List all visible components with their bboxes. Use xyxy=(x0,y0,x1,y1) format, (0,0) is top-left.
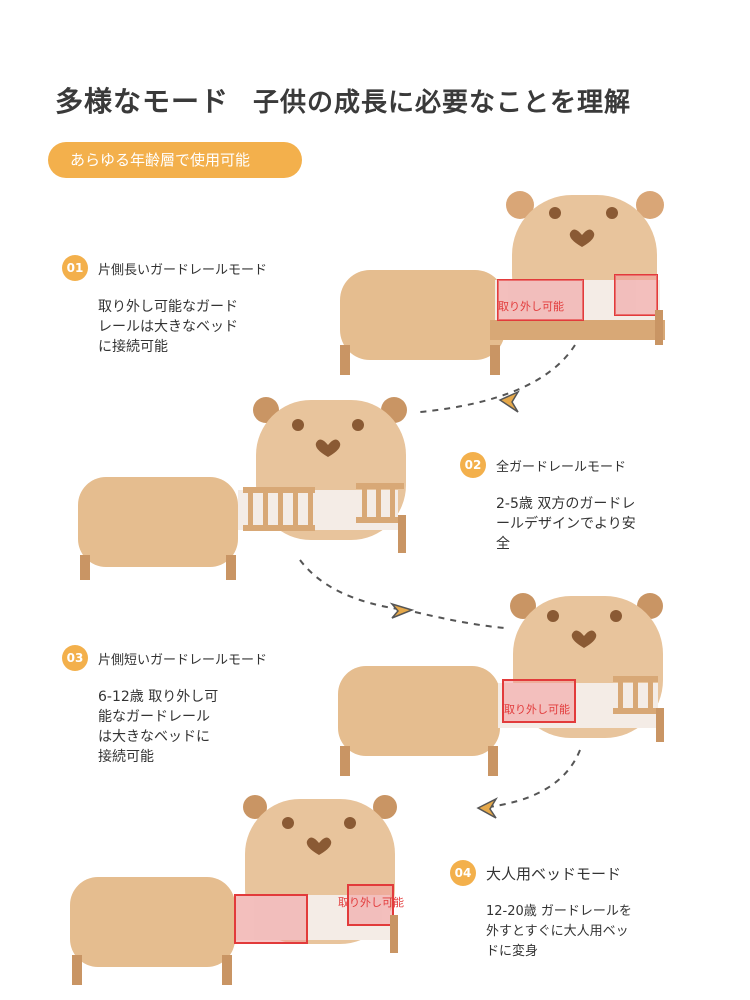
mode-description: 2-5歳 双方のガードレ ールデザインでより安 全 xyxy=(496,496,636,552)
removable-annotation: 取り外し可能 xyxy=(498,299,564,313)
mode-description: 6-12歳 取り外し可 能なガードレール は大きなベッドに 接続可能 xyxy=(98,689,219,765)
mode-badge: 01 xyxy=(62,255,88,281)
bed-illustration-mode-04: 取り外し可能 xyxy=(70,795,404,985)
arrow-head-icon xyxy=(498,390,520,413)
mode-04: 04 大人用ベッドモード 12-20歳 ガードレールを 外すとすぐに大人用ベッ ド… xyxy=(450,860,710,962)
mode-label: 片側短いガードレールモード xyxy=(98,652,268,668)
age-pill-label: あらゆる年齢層で使用可能 xyxy=(70,151,251,169)
title-subtitle: 子供の成長に必要なことを理解 xyxy=(253,88,632,118)
mode-description: 12-20歳 ガードレールを 外すとすぐに大人用ベッ ドに変身 xyxy=(486,904,632,959)
mode-label: 大人用ベッドモード xyxy=(486,864,622,883)
bed-illustration-mode-02 xyxy=(78,397,407,580)
bed-illustration-mode-03: 取り外し可能 xyxy=(338,593,664,776)
mode-02: 02 全ガードレールモード 2-5歳 双方のガードレ ールデザインでより安 全 xyxy=(460,452,720,554)
mode-badge: 02 xyxy=(460,452,486,478)
mode-03: 03 片側短いガードレールモード 6-12歳 取り外し可 能なガードレール は大き… xyxy=(62,645,322,767)
mode-description: 取り外し可能なガード レールは大きなベッド に接続可能 xyxy=(98,299,238,355)
mode-01: 01 片側長いガードレールモード 取り外し可能なガード レールは大きなベッド に接… xyxy=(62,255,312,357)
page-title: 多様なモード子供の成長に必要なことを理解 xyxy=(55,80,631,120)
arrow-head-icon xyxy=(389,602,415,619)
removable-annotation: 取り外し可能 xyxy=(338,895,404,909)
removable-annotation: 取り外し可能 xyxy=(504,702,570,716)
title-main: 多様なモード xyxy=(55,85,230,118)
mode-label: 片側長いガードレールモード xyxy=(98,262,268,278)
age-pill: あらゆる年齢層で使用可能 xyxy=(48,142,302,178)
mode-label: 全ガードレールモード xyxy=(496,459,627,475)
mode-badge: 04 xyxy=(450,860,476,886)
bed-illustration-mode-01: 取り外し可能 xyxy=(340,191,665,375)
mode-badge: 03 xyxy=(62,645,88,671)
arrow-head-icon xyxy=(476,797,498,819)
